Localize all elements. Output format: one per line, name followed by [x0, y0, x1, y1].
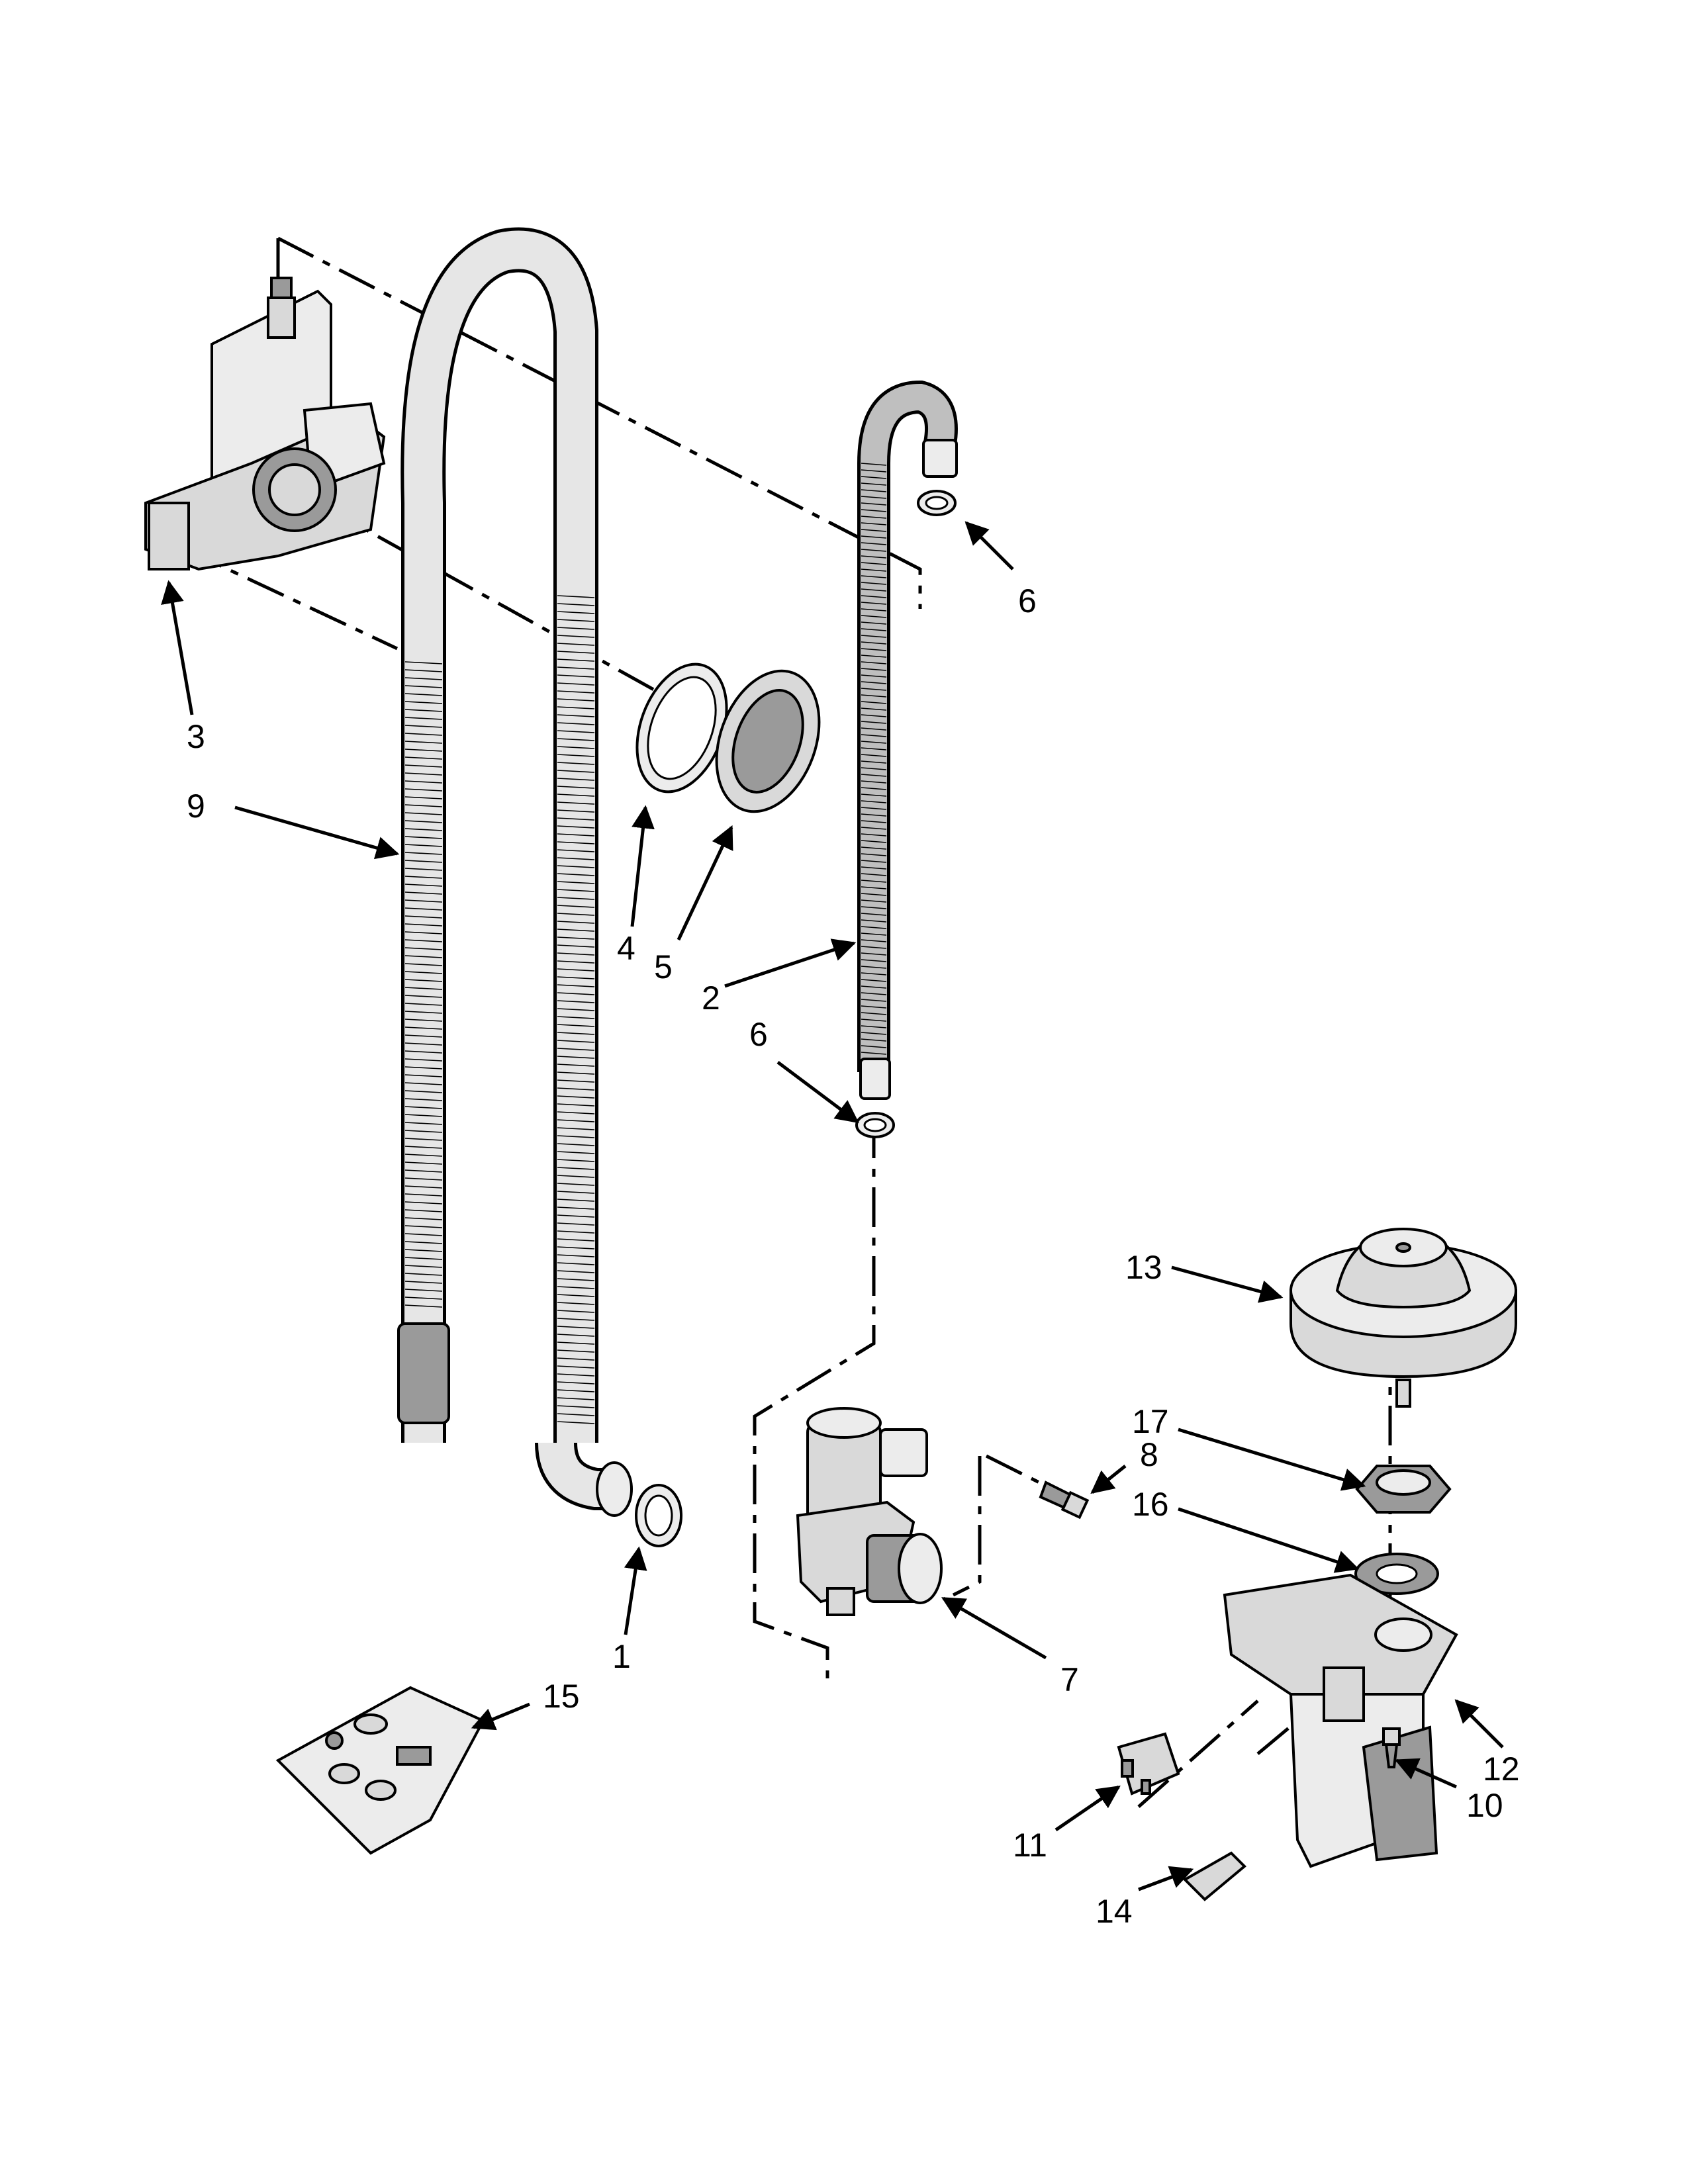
- screw-part-10: [1382, 1727, 1401, 1768]
- drain-hose-part-9: [397, 227, 633, 1517]
- float-part-13: [1289, 1228, 1517, 1408]
- assembly-lines: [184, 236, 1392, 1808]
- callout-10: 10: [1466, 1787, 1503, 1824]
- vent-bracket-part-3: [144, 277, 386, 571]
- hardware-bag-part-15: [275, 1686, 485, 1855]
- callout-12: 12: [1483, 1751, 1520, 1788]
- clamp-part-6-lower: [855, 1112, 895, 1138]
- nut-part-5: [715, 669, 821, 813]
- callout-7: 7: [1060, 1661, 1079, 1698]
- callout-numbers: 6 3 9 4 5 2 6 13 17 8 16 7 1 15 12 10 11…: [187, 582, 1520, 1930]
- callout-3: 3: [187, 718, 205, 755]
- lever-part-14: [1182, 1851, 1246, 1901]
- hose-clamp-part-1: [635, 1484, 682, 1547]
- callout-14: 14: [1096, 1893, 1133, 1930]
- callout-16: 16: [1132, 1486, 1169, 1523]
- callout-6-lower: 6: [749, 1016, 768, 1053]
- screw-part-8: [1039, 1480, 1090, 1520]
- callout-6-upper: 6: [1018, 582, 1037, 619]
- callout-13: 13: [1125, 1249, 1162, 1286]
- float-bracket-part-12: [1223, 1573, 1458, 1868]
- washer-part-16: [1354, 1553, 1439, 1595]
- inlet-valve-part-7: [796, 1407, 943, 1616]
- callout-8: 8: [1140, 1436, 1158, 1473]
- callout-17: 17: [1132, 1403, 1169, 1440]
- callout-11: 11: [1013, 1827, 1047, 1864]
- fill-hose-part-2: [857, 380, 958, 1100]
- leader-arrows: [161, 521, 1504, 1891]
- callout-9: 9: [187, 788, 205, 825]
- callout-1: 1: [612, 1638, 631, 1675]
- float-switch-part-11: [1117, 1732, 1180, 1796]
- callout-15: 15: [543, 1678, 580, 1715]
- callout-2: 2: [702, 979, 720, 1017]
- clamp-part-6-upper: [917, 490, 957, 516]
- callout-4: 4: [617, 930, 635, 967]
- float-nut-part-17: [1355, 1465, 1452, 1514]
- gasket-part-4: [635, 662, 728, 794]
- callout-5: 5: [654, 948, 673, 985]
